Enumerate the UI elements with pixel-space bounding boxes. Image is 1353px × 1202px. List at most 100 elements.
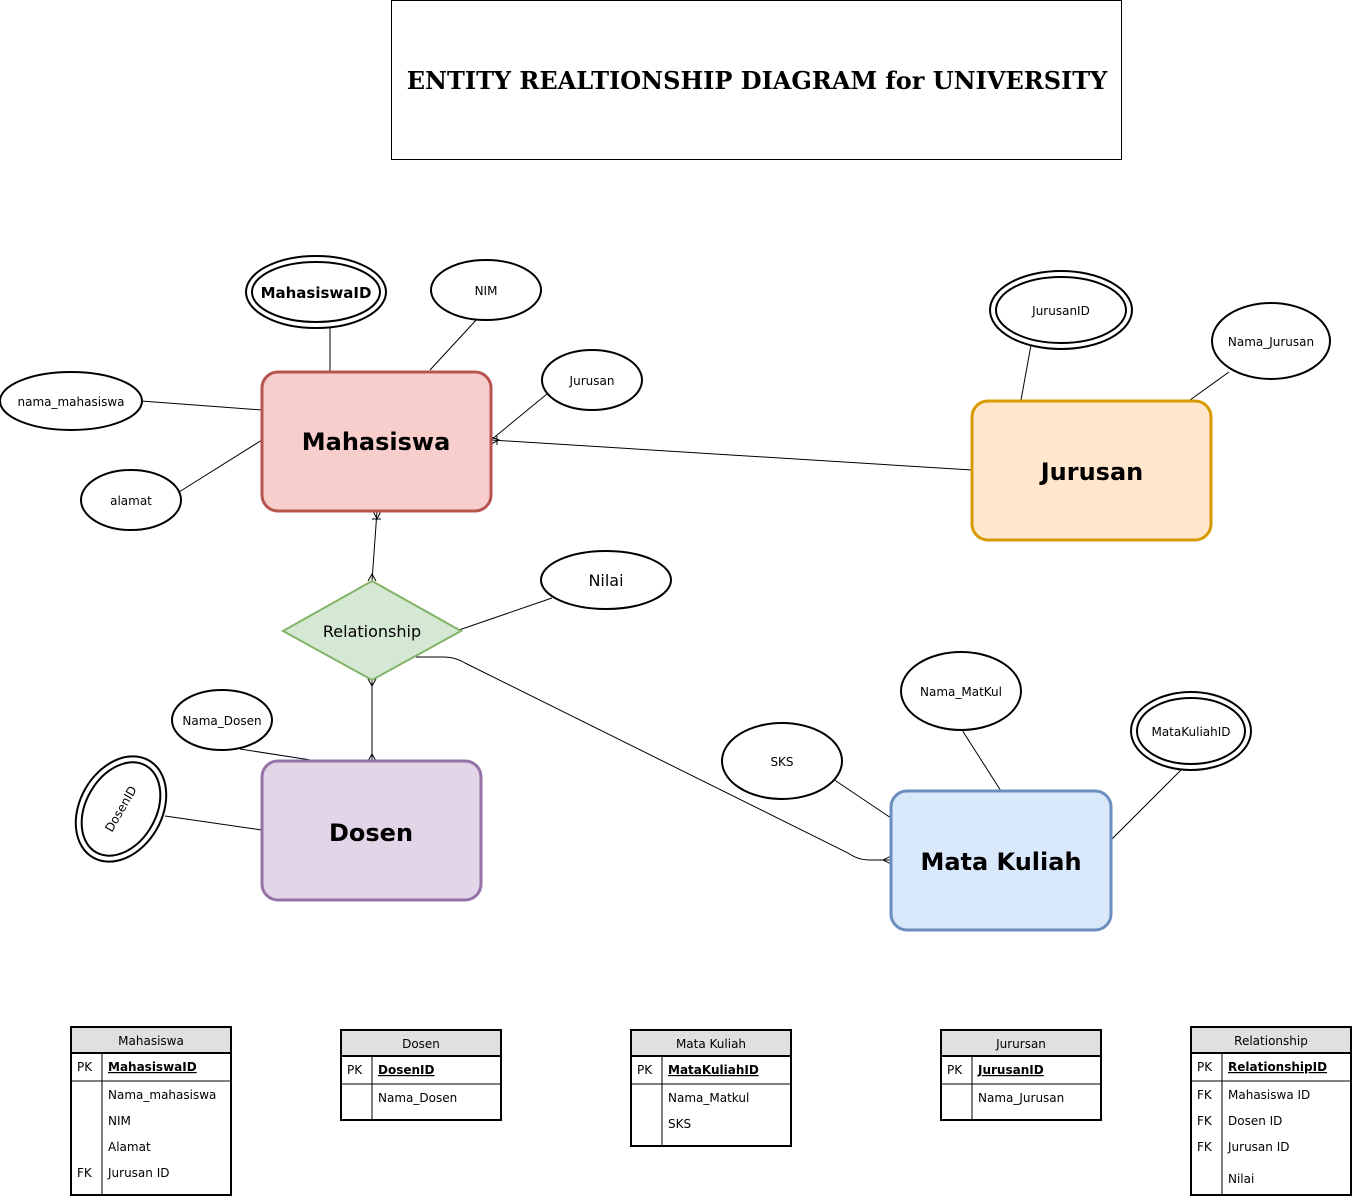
table-row-field: Nama_Matkul (668, 1091, 749, 1105)
link-relationship-matakuliah (416, 656, 891, 861)
table-title: Mata Kuliah (676, 1037, 746, 1051)
attr-label-alamat: alamat (110, 494, 152, 508)
table-border (630, 1029, 792, 1147)
attr-label-nama-matkul: Nama_MatKul (920, 685, 1002, 699)
link-nama-jurusan (1189, 371, 1230, 401)
table-row-field: Nama_Dosen (378, 1091, 457, 1105)
attr-label-nim: NIM (475, 284, 498, 298)
link-matakuliahid (1110, 769, 1182, 841)
attr-sks[interactable]: SKS (721, 722, 843, 800)
table-row-field: Nilai (1228, 1172, 1254, 1186)
attr-dosen-id[interactable]: DosenID (57, 740, 184, 878)
relationship-diamond[interactable]: Relationship (280, 579, 464, 682)
diagram-title: ENTITY REALTIONSHIP DIAGRAM for UNIVERSI… (407, 66, 1108, 95)
table-pk-key: PK (947, 1063, 963, 1077)
link-jurusanid (1020, 344, 1032, 401)
crowfoot-matakuliah (881, 855, 892, 865)
attr-alamat[interactable]: alamat (80, 469, 182, 531)
table-pk-field: DosenID (378, 1063, 434, 1077)
table-pk-key: PK (77, 1060, 93, 1074)
link-nama-mahasiswa (140, 400, 263, 411)
table-row-field: Jurusan ID (1227, 1140, 1290, 1154)
table-title: Mahasiswa (118, 1034, 184, 1048)
attr-label-nilai: Nilai (588, 571, 623, 590)
link-jurusan-attr (490, 393, 548, 441)
attr-jurusan-id[interactable]: JurusanID (989, 270, 1133, 350)
link-mahasiswa-relationship (371, 510, 378, 582)
table-title: Jurursan (995, 1037, 1046, 1051)
table-pk-field: MataKuliahID (668, 1063, 759, 1077)
table-header-bg (631, 1030, 791, 1056)
table-border (940, 1029, 1102, 1121)
entity-mahasiswa[interactable]: Mahasiswa (260, 370, 493, 513)
table-title: Dosen (402, 1037, 440, 1051)
link-nama-matkul (961, 729, 1002, 792)
attr-label-nama-mahasiswa: nama_mahasiswa (17, 395, 124, 409)
relationship-label: Relationship (323, 622, 421, 641)
table-header-bg (941, 1030, 1101, 1056)
table-row-field: Mahasiswa ID (1228, 1088, 1310, 1102)
crowfoot-mahasiswa-relationship (372, 510, 382, 521)
attr-nilai[interactable]: Nilai (540, 550, 672, 610)
table-header-bg (71, 1027, 231, 1053)
attr-nim[interactable]: NIM (430, 259, 542, 321)
table-row-field: Nama_Jurusan (978, 1091, 1064, 1105)
table-header-bg (1191, 1027, 1351, 1053)
table-pk-field: MahasiswaID (108, 1060, 197, 1074)
link-nilai (458, 597, 553, 631)
entity-label-jurusan: Jurusan (1039, 458, 1144, 486)
attr-label-nama-dosen: Nama_Dosen (182, 714, 261, 728)
table-row-field: Nama_mahasiswa (108, 1088, 216, 1102)
attr-label-jurusan-id: JurusanID (1031, 304, 1090, 318)
crowfoot-dosen (367, 752, 377, 762)
attr-nama-mahasiswa[interactable]: nama_mahasiswa (0, 371, 143, 431)
table-row-key: FK (1197, 1114, 1213, 1128)
attr-nama-dosen[interactable]: Nama_Dosen (171, 689, 273, 751)
link-sks (832, 778, 892, 819)
attr-label-nama-jurusan: Nama_Jurusan (1228, 335, 1314, 349)
table-row-field: Jurusan ID (107, 1166, 170, 1180)
entity-matakuliah[interactable]: Mata Kuliah (889, 789, 1113, 932)
attr-mahasiswa-id[interactable]: MahasiswaID (245, 255, 387, 329)
table-border (340, 1029, 502, 1121)
table-border (1190, 1026, 1352, 1196)
table-pk-key: PK (347, 1063, 363, 1077)
table-pk-key: PK (1197, 1060, 1213, 1074)
link-dosenid (164, 815, 263, 831)
table-header-bg (341, 1030, 501, 1056)
table-pk-field: JurusanID (977, 1063, 1044, 1077)
attr-nama-jurusan[interactable]: Nama_Jurusan (1211, 302, 1331, 380)
table-row-key: FK (1197, 1140, 1213, 1154)
link-mahasiswa-jurusan (490, 439, 973, 471)
crowfoot-relationship-top (367, 572, 377, 582)
link-alamat (178, 439, 263, 493)
table-row-field: SKS (668, 1117, 691, 1131)
entity-dosen[interactable]: Dosen (260, 759, 483, 902)
crowfoot-mahasiswa-jurusan (490, 436, 501, 445)
link-nim (429, 317, 479, 371)
crowfoot-relationship-bottom (367, 678, 377, 688)
title-box: ENTITY REALTIONSHIP DIAGRAM for UNIVERSI… (391, 0, 1122, 160)
table-border (70, 1026, 232, 1196)
table-row-key: FK (1197, 1088, 1213, 1102)
link-nama-dosen (239, 748, 318, 762)
entity-label-matakuliah: Mata Kuliah (920, 848, 1081, 876)
attr-label-matakuliah-id: MataKuliahID (1151, 725, 1230, 739)
entity-label-dosen: Dosen (329, 819, 413, 847)
table-row-field: NIM (108, 1114, 131, 1128)
table-pk-field: RelationshipID (1228, 1060, 1327, 1074)
attr-nama-matkul[interactable]: Nama_MatKul (900, 651, 1022, 731)
table-row-field: Alamat (108, 1140, 151, 1154)
attr-matakuliah-id[interactable]: MataKuliahID (1130, 691, 1252, 771)
attr-label-sks: SKS (770, 755, 793, 769)
entity-jurusan[interactable]: Jurusan (970, 399, 1213, 542)
attr-label-jurusan: Jurusan (569, 374, 615, 388)
attr-jurusan[interactable]: Jurusan (541, 349, 643, 411)
